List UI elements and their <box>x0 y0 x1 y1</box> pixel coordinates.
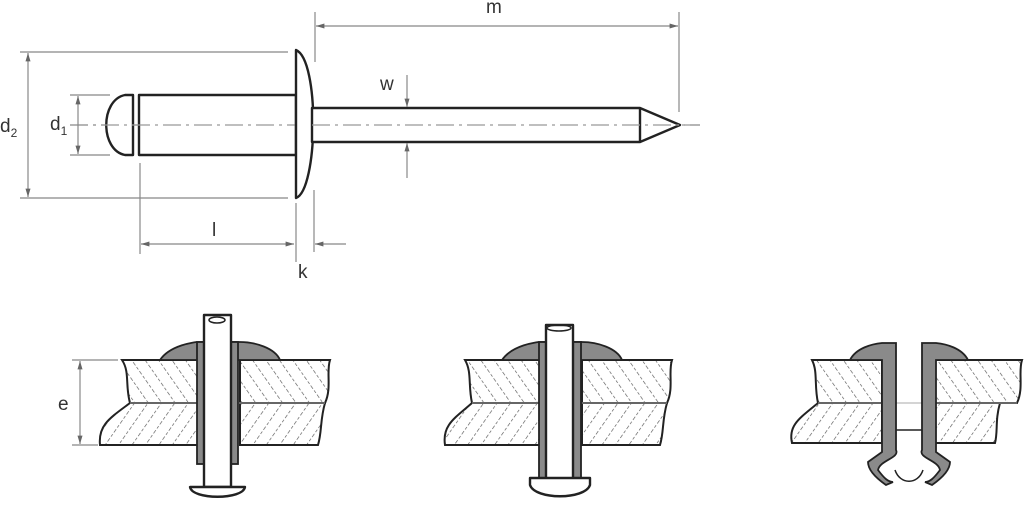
rivet-sleeve-right <box>920 342 970 487</box>
label-d1-sub: 1 <box>61 124 68 138</box>
label-l: l <box>212 220 216 241</box>
label-m: m <box>486 0 502 18</box>
rivet-sleeve-left <box>848 342 898 487</box>
broken-mandrel-head <box>894 429 924 482</box>
mandrel-shank <box>310 106 682 144</box>
label-d2: d2 <box>0 116 18 140</box>
dimension-w: w <box>379 74 410 178</box>
label-k: k <box>298 262 308 283</box>
label-d1-base: d <box>50 114 61 135</box>
dimension-l: l <box>139 163 297 262</box>
label-d2-sub: 2 <box>11 126 18 140</box>
rivet-side-view: m d2 d1 l k <box>0 0 700 283</box>
label-e: e <box>58 394 69 415</box>
stage-inserted: e <box>58 313 332 498</box>
label-d1: d1 <box>50 114 68 138</box>
dimension-d1: d1 <box>50 94 110 156</box>
label-d2-base: d <box>0 116 11 137</box>
mandrel-head <box>528 476 592 498</box>
dimension-m: m <box>314 0 680 112</box>
label-w: w <box>379 74 394 95</box>
stage-set <box>790 342 1024 487</box>
mandrel <box>202 313 233 489</box>
rivet-flange <box>294 48 315 200</box>
mandrel-head <box>105 93 135 157</box>
dimension-k: k <box>298 190 346 283</box>
mandrel <box>544 323 575 487</box>
dimension-d2: d2 <box>0 51 288 199</box>
mandrel-head <box>188 485 247 498</box>
stage-pulling <box>443 323 674 498</box>
dimension-e: e <box>58 359 118 446</box>
